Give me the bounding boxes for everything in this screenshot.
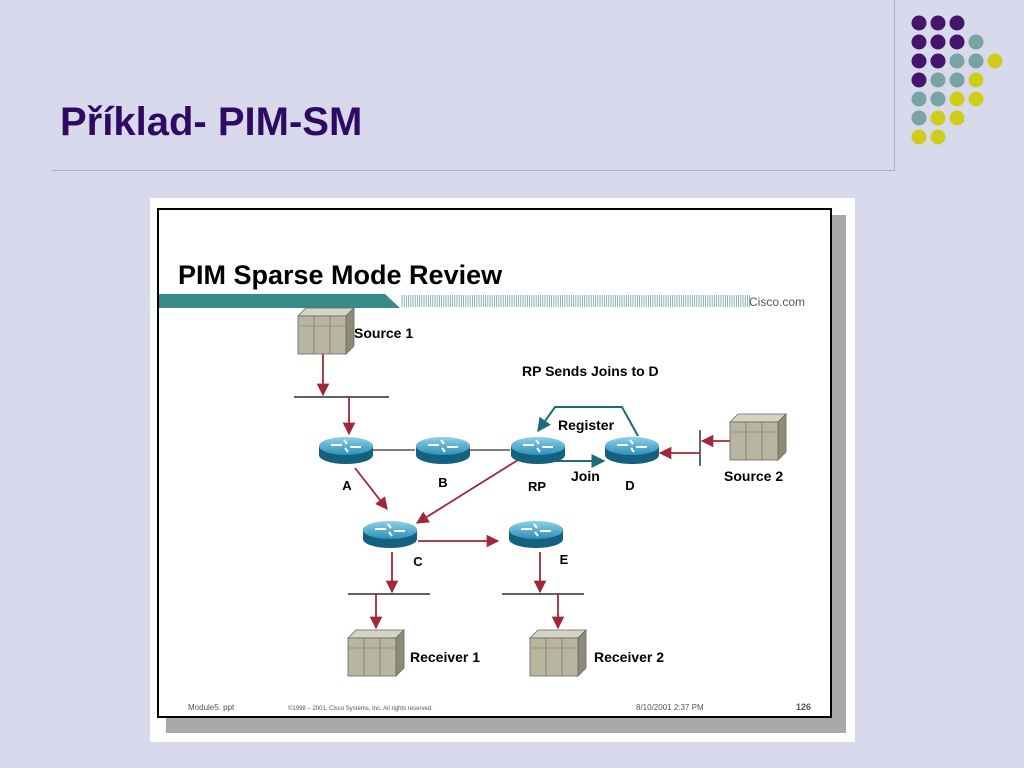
decoration-dot <box>930 15 946 31</box>
router-d-icon <box>604 436 660 465</box>
header-hatch <box>401 295 751 307</box>
brand-label: Cisco.com <box>749 295 805 309</box>
label-register: Register <box>558 417 615 433</box>
decoration-dot <box>911 53 927 69</box>
decoration-dot <box>949 34 965 50</box>
decoration-dot <box>911 34 927 50</box>
footer-date: 8/10/2001 2:37 PM <box>636 703 704 712</box>
caption-text: RP Sends Joins to D <box>522 363 659 379</box>
decoration-dot <box>911 129 927 145</box>
label-rp: RP <box>528 479 546 494</box>
figure-heading: PIM Sparse Mode Review <box>178 260 503 290</box>
header-band <box>159 294 400 308</box>
decoration-dot <box>949 72 965 88</box>
decoration-dot <box>987 53 1003 69</box>
vertical-divider <box>894 0 895 171</box>
router-a-icon <box>318 436 374 465</box>
router-c-icon <box>362 520 418 549</box>
slide-title: Příklad- PIM-SM <box>60 100 363 144</box>
decoration-dot <box>930 72 946 88</box>
footer-copyright: ©1998 – 2001, Cisco Systems, Inc. All ri… <box>288 705 433 712</box>
label-c: C <box>413 554 423 569</box>
arrow-rp-c <box>415 459 519 524</box>
decoration-dot <box>930 129 946 145</box>
decoration-dot <box>911 72 927 88</box>
label-source1: Source 1 <box>354 325 413 341</box>
dot-decoration <box>911 15 1003 145</box>
router-rp-icon <box>510 436 566 465</box>
decoration-dot <box>930 34 946 50</box>
pim-diagram: PIM Sparse Mode Review Cisco.com <box>157 208 846 733</box>
decoration-dot <box>968 53 984 69</box>
label-e: E <box>560 552 569 567</box>
decoration-dot <box>949 53 965 69</box>
title-divider <box>52 170 894 171</box>
decoration-dot <box>911 110 927 126</box>
decoration-dot <box>911 91 927 107</box>
label-receiver1: Receiver 1 <box>410 649 480 665</box>
source2-server-icon <box>729 413 787 461</box>
decoration-dot <box>968 72 984 88</box>
label-receiver2: Receiver 2 <box>594 649 664 665</box>
footer-file: Module5. ppt <box>188 703 235 712</box>
arrow-a-c <box>354 467 388 510</box>
source1-server-icon <box>297 307 355 355</box>
decoration-dot <box>949 91 965 107</box>
figure-frame: PIM Sparse Mode Review Cisco.com <box>150 198 855 742</box>
decoration-dot <box>911 15 927 31</box>
decoration-dot <box>930 53 946 69</box>
decoration-dot <box>968 34 984 50</box>
label-join: Join <box>571 468 600 484</box>
decoration-dot <box>930 91 946 107</box>
label-a: A <box>342 478 352 493</box>
label-source2: Source 2 <box>724 468 783 484</box>
decoration-dot <box>930 110 946 126</box>
router-e-icon <box>508 520 564 549</box>
decoration-dot <box>949 110 965 126</box>
footer-page: 126 <box>796 702 811 712</box>
receiver2-server-icon <box>529 629 587 677</box>
decoration-dot <box>949 15 965 31</box>
label-b: B <box>438 475 447 490</box>
decoration-dot <box>968 91 984 107</box>
router-b-icon <box>415 436 471 465</box>
receiver1-server-icon <box>347 629 405 677</box>
label-d: D <box>625 478 634 493</box>
inner-slide <box>157 208 832 718</box>
register-arrow <box>537 406 639 437</box>
